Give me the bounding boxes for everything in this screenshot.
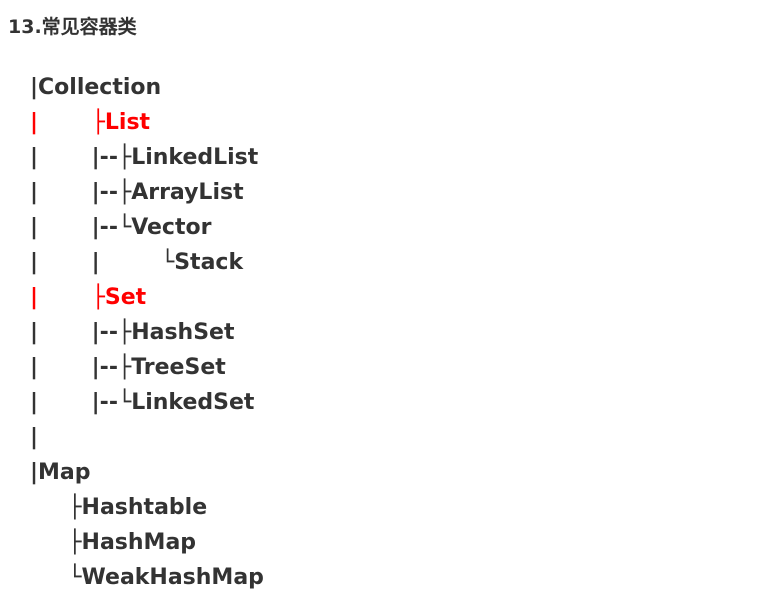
- tree-line-hashmap: ├HashMap: [30, 530, 197, 555]
- tree-line-linkedset: | |--└LinkedSet: [30, 390, 255, 415]
- tree-line-linkedlist: | |--├LinkedList: [30, 145, 259, 170]
- tree-line-list: | ├List: [30, 110, 151, 135]
- tree-line-set: | ├Set: [30, 285, 147, 310]
- tree-line-treeset: | |--├TreeSet: [30, 355, 226, 380]
- tree-line-hashset: | |--├HashSet: [30, 320, 235, 345]
- tree-line-hashtable: ├Hashtable: [30, 495, 208, 520]
- tree-line-stack: | | └Stack: [30, 250, 244, 275]
- tree-line-arraylist: | |--├ArrayList: [30, 180, 244, 205]
- tree-line-map: |Map: [30, 460, 91, 485]
- section-heading: 13.常见容器类: [8, 16, 137, 38]
- tree-line-vector: | |--└Vector: [30, 215, 212, 240]
- tree-line-collection: |Collection: [30, 75, 162, 100]
- tree-line-weakhashmap: └WeakHashMap: [30, 565, 264, 590]
- tree-line-divider: |: [30, 425, 39, 450]
